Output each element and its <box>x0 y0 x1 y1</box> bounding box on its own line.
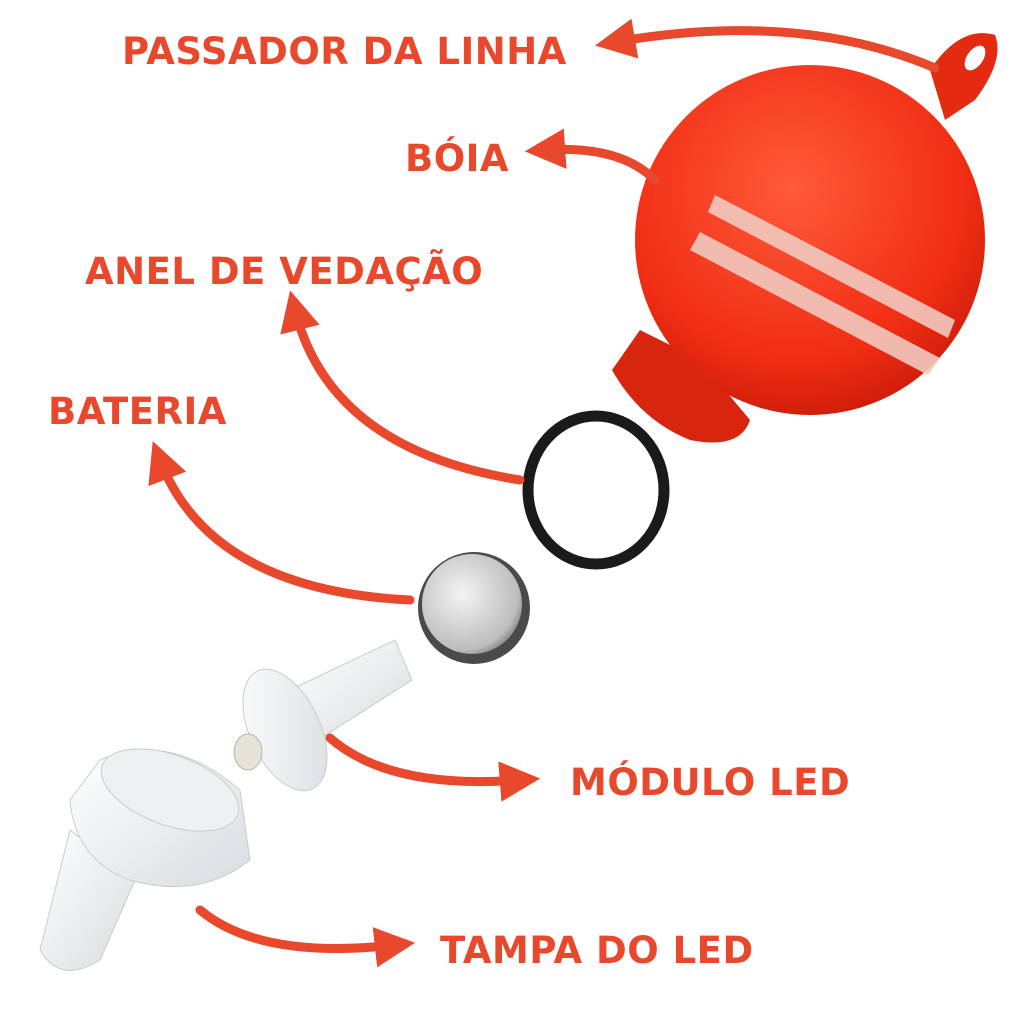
label-passador-da-linha: PASSADOR DA LINHA <box>122 30 567 73</box>
o-ring-image <box>522 410 670 570</box>
label-boia: BÓIA <box>405 137 510 180</box>
arrow-modulo <box>325 733 541 802</box>
buoy-neck <box>612 330 750 443</box>
arrow-anel <box>280 290 525 485</box>
arrow-bateria <box>148 441 415 605</box>
led-cap-image <box>39 748 251 971</box>
buoy-image <box>612 33 998 443</box>
buoy-sphere <box>635 65 985 415</box>
arrow-passador <box>595 18 940 73</box>
label-bateria: BATERIA <box>48 390 227 433</box>
label-tampa-do-led: TAMPA DO LED <box>440 929 754 972</box>
led-module-image <box>233 639 413 792</box>
label-anel-de-vedacao: ANEL DE VEDAÇÃO <box>85 250 484 293</box>
battery-image <box>418 552 530 664</box>
line-loop <box>930 33 998 120</box>
arrow-tampa <box>195 905 416 968</box>
arrow-boia <box>524 128 660 185</box>
label-modulo-led: MÓDULO LED <box>570 761 851 804</box>
